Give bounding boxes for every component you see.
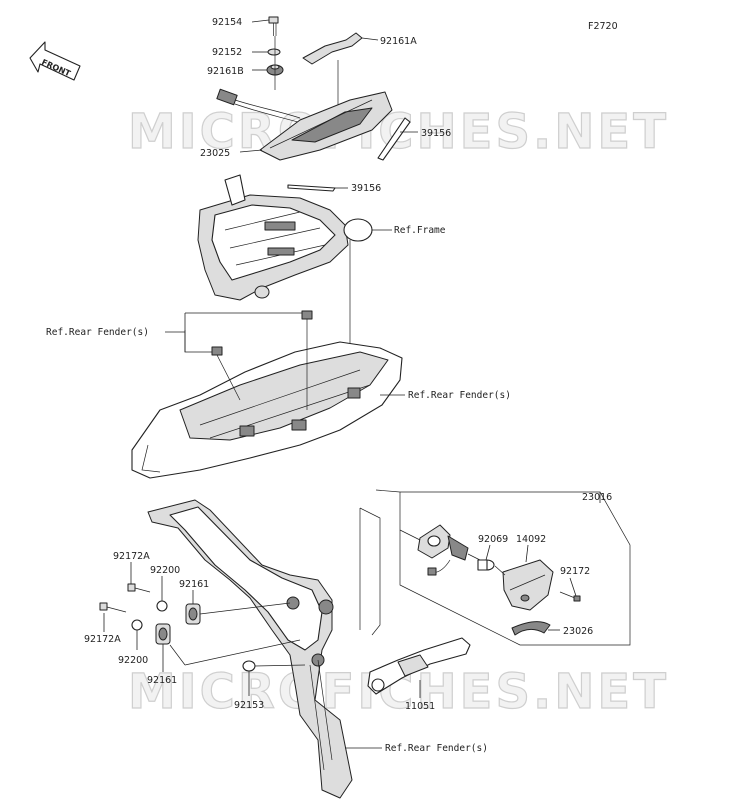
lens-14092-icon xyxy=(502,559,554,611)
washer-92200-top-icon xyxy=(156,600,168,612)
lens-seal-23026-icon xyxy=(511,621,551,636)
bulb-92069-icon xyxy=(477,559,495,571)
part-label-23026: 23026 xyxy=(563,626,593,637)
part-label-92154: 92154 xyxy=(212,17,242,28)
part-label-92161A: 92161A xyxy=(380,36,417,47)
part-label-92069: 92069 xyxy=(478,534,508,545)
screw-92172-icon xyxy=(559,591,581,602)
washer-92200-bottom-icon xyxy=(131,619,143,631)
part-label-92153: 92153 xyxy=(234,700,264,711)
clip-left-icon xyxy=(211,346,223,356)
ref-frame: Ref.Frame xyxy=(394,225,446,236)
bracket-92161A-icon xyxy=(302,32,363,65)
connector-icon xyxy=(216,88,301,123)
ref-rear-fender-right: Ref.Rear Fender(s) xyxy=(408,390,511,401)
bracket-11051-icon xyxy=(367,637,471,695)
license-bracket-icon xyxy=(147,499,353,799)
part-label-23025: 23025 xyxy=(200,148,230,159)
bolt-92172A-top-icon xyxy=(127,583,151,593)
socket-icon xyxy=(417,524,469,576)
strip-39156-mid-icon xyxy=(287,184,336,192)
part-label-92200-top: 92200 xyxy=(150,565,180,576)
part-label-23016: 23016 xyxy=(582,492,612,503)
part-label-14092: 14092 xyxy=(516,534,546,545)
front-arrow-icon: FRONT xyxy=(29,41,81,81)
rear-fender-upper-icon xyxy=(131,341,403,479)
part-label-11051: 11051 xyxy=(405,701,435,712)
bolt-92154-icon xyxy=(268,16,279,36)
tail-cover-23025-icon xyxy=(259,91,393,161)
part-label-92200-bottom: 92200 xyxy=(118,655,148,666)
frame-tube-icon xyxy=(343,218,373,242)
assembly-box-23016 xyxy=(359,489,631,646)
part-label-92152: 92152 xyxy=(212,47,242,58)
grommet-92161-top-icon xyxy=(185,603,201,625)
clip-top-icon xyxy=(301,310,313,320)
strip-39156-top-icon xyxy=(377,117,411,161)
part-label-39156-top: 39156 xyxy=(421,128,451,139)
bolt-92172A-bottom-icon xyxy=(99,602,127,613)
part-label-92161-bottom: 92161 xyxy=(147,675,177,686)
frame-icon xyxy=(197,174,373,301)
ref-rear-fender-bottom: Ref.Rear Fender(s) xyxy=(385,743,488,754)
part-label-39156-mid: 39156 xyxy=(351,183,381,194)
screw-92153-icon xyxy=(242,660,256,672)
washer-92152-icon xyxy=(267,48,281,56)
part-label-92172A-top: 92172A xyxy=(113,551,150,562)
part-label-92172-right: 92172 xyxy=(560,566,590,577)
part-label-92161B: 92161B xyxy=(207,66,244,77)
part-label-92161-top: 92161 xyxy=(179,579,209,590)
ref-rear-fender-left: Ref.Rear Fender(s) xyxy=(46,327,149,338)
figure-code: F2720 xyxy=(588,21,618,32)
part-label-92172A-bottom: 92172A xyxy=(84,634,121,645)
grommet-92161-bottom-icon xyxy=(155,623,171,645)
